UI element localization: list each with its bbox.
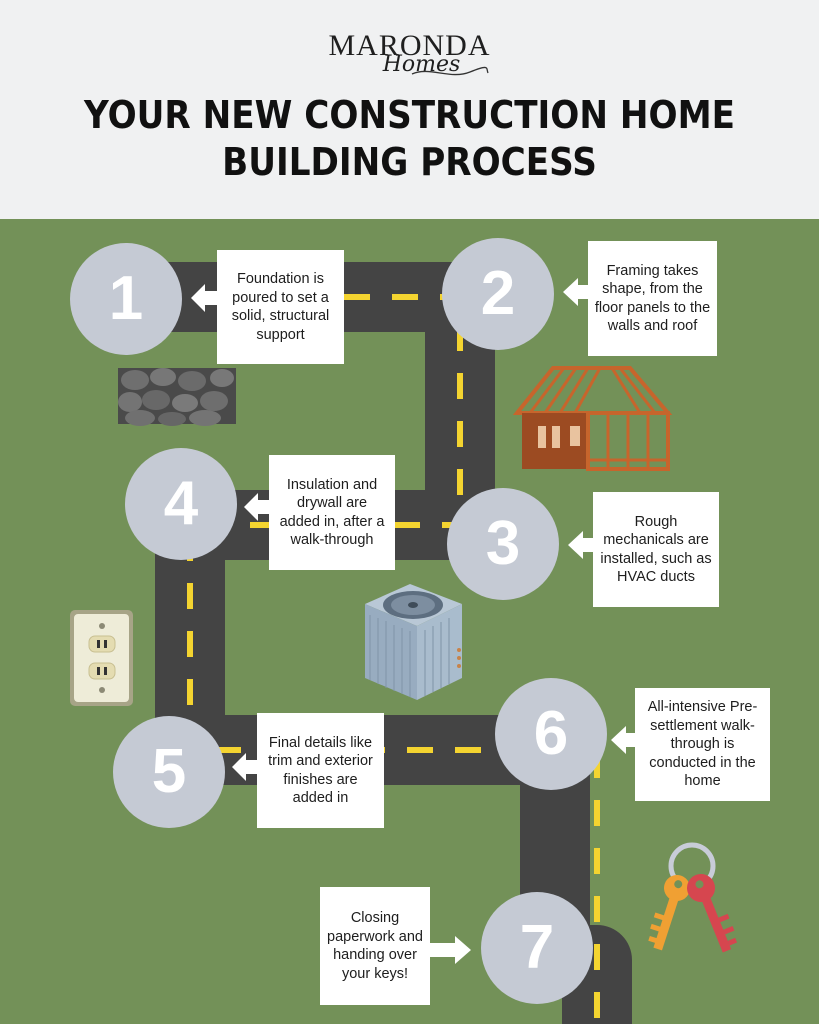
step-1-arrow-icon xyxy=(191,284,218,312)
ac-unit-icon xyxy=(365,584,462,700)
step-3-circle: 3 xyxy=(447,488,559,600)
step-6-arrow-icon xyxy=(611,726,636,754)
step-2-circle: 2 xyxy=(442,238,554,350)
step-4-arrow-icon xyxy=(244,493,270,521)
house-frame-icon xyxy=(512,366,673,471)
step-2-arrow-icon xyxy=(563,278,589,306)
brand-logo-subtext: Homes xyxy=(382,52,461,77)
step-7-arrow-icon xyxy=(430,936,471,964)
step-7-circle: 7 xyxy=(481,892,593,1004)
title-line-2: BUILDING PROCESS xyxy=(222,140,597,184)
step-1-circle: 1 xyxy=(70,243,182,355)
wall-outlet-icon xyxy=(70,610,133,706)
page-title: YOUR NEW CONSTRUCTION HOME BUILDING PROC… xyxy=(41,92,778,186)
stone-wall-icon xyxy=(118,368,236,426)
keys-icon xyxy=(648,842,738,953)
step-5-text: Final details like trim and exterior fin… xyxy=(257,713,384,828)
step-3-arrow-icon xyxy=(568,531,594,559)
step-6-text: All-intensive Pre-settlement walk-throug… xyxy=(635,688,770,801)
step-4-text: Insulation and drywall are added in, aft… xyxy=(269,455,395,570)
header: MARONDA Homes YOUR NEW CONSTRUCTION HOME… xyxy=(0,0,819,219)
step-4-circle: 4 xyxy=(125,448,237,560)
logo-swash-icon xyxy=(411,66,489,76)
step-5-circle: 5 xyxy=(113,716,225,828)
step-6-circle: 6 xyxy=(495,678,607,790)
step-5-arrow-icon xyxy=(232,753,258,781)
step-1-text: Foundation is poured to set a solid, str… xyxy=(217,250,344,364)
brand-logo-text: MARONDA xyxy=(328,29,491,62)
title-line-1: YOUR NEW CONSTRUCTION HOME xyxy=(84,93,735,137)
step-2-text: Framing takes shape, from the floor pane… xyxy=(588,241,717,356)
step-7-text: Closing paperwork and handing over your … xyxy=(320,887,430,1005)
step-3-text: Rough mechanicals are installed, such as… xyxy=(593,492,719,607)
